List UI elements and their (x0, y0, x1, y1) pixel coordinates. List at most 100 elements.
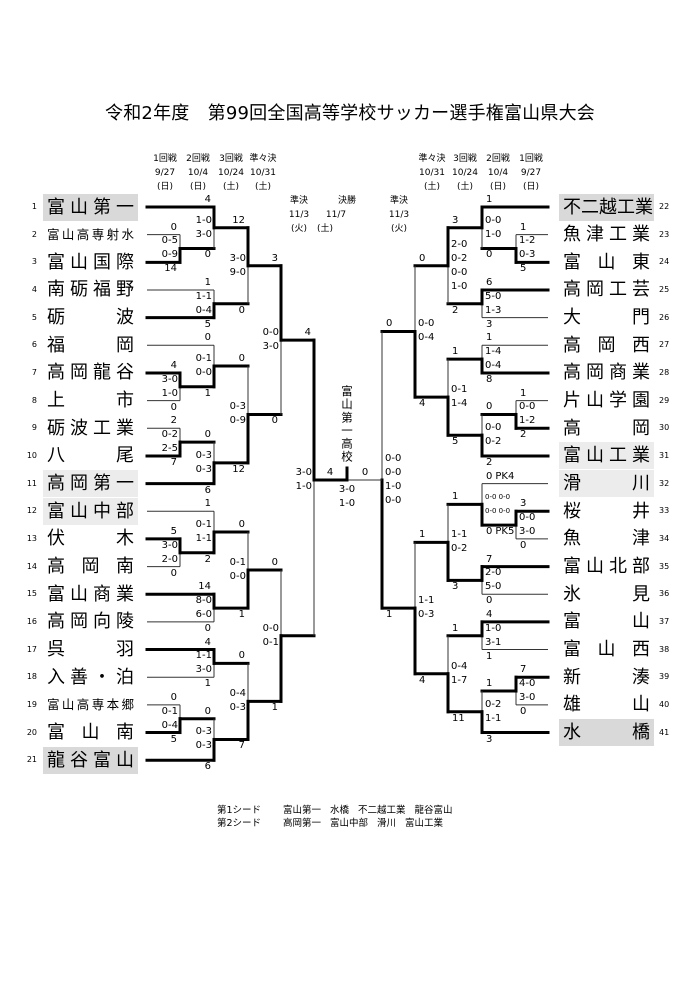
team-number: 11 (26, 478, 37, 488)
score-value: 2 (520, 429, 527, 441)
score-label: 7 (171, 457, 177, 469)
team-name-box: 高岡西 (559, 332, 654, 359)
score-value: 1 (486, 194, 493, 205)
team-name: 富山北部 (563, 556, 650, 578)
team-number: 36 (659, 589, 670, 599)
score-value: 2 (486, 456, 493, 468)
team-name: 南砺福野 (47, 279, 134, 301)
score-value: 1 (204, 678, 211, 690)
seed-team: 高岡第一 (283, 818, 322, 829)
team-name: 富山工業 (563, 445, 650, 467)
score-value: 7 (486, 553, 493, 565)
team-name-box: 大門 (559, 304, 654, 331)
half-score: 8-0 (195, 595, 212, 607)
team-name-box: 富山北部 (559, 553, 654, 580)
half-score: 2-5 (161, 443, 178, 455)
round-header-date: 10/4 (187, 168, 209, 178)
score-label: 0 (272, 415, 278, 427)
half-score: 1-1 (195, 533, 212, 544)
half-score: 5-0 (485, 290, 502, 302)
score-label: 5 (205, 319, 211, 331)
score-value: 0 (238, 650, 245, 662)
team-name: 富山国際 (47, 251, 134, 273)
team-number: 17 (26, 644, 37, 654)
half-score: 3-0 (519, 526, 536, 538)
score-label: 0 (239, 305, 245, 317)
score-label: 1 (272, 702, 278, 714)
half-score: 0-1 (195, 353, 212, 365)
champion-name: 富山第一高校 (340, 385, 354, 464)
first-seed-teams: 富山第一水橋不二越工業龍谷富山 (283, 804, 462, 817)
half-score: 2-0 (161, 553, 178, 565)
score-label: 0 (205, 429, 211, 441)
team-name-box: 桜井 (559, 498, 654, 525)
team-name: 八尾 (47, 445, 134, 467)
score-label: 3 (520, 498, 526, 510)
round-header-date: 9/27 (520, 168, 542, 178)
score-value: 0 (204, 332, 211, 344)
score-value: 0 (238, 519, 245, 530)
score-value: 1 (419, 529, 426, 541)
score-label: 0 (171, 692, 177, 704)
team-name-box: 砺波工業 (43, 415, 138, 442)
round-header-name: 準々決 (418, 154, 446, 164)
half-score: 0-1 (195, 519, 212, 530)
team-name: 高岡 (563, 417, 650, 439)
team-name-box: 富山第一 (43, 193, 138, 221)
half-score: 0-9 (229, 415, 246, 427)
score-value: 0 (170, 567, 177, 579)
team-name: 富山南 (47, 722, 134, 744)
score-label: 2 (205, 554, 211, 566)
half-score: 0-0 (519, 401, 536, 413)
score-label: 4 (205, 637, 211, 649)
score-label: 8 (486, 374, 492, 386)
team-number: 27 (659, 340, 670, 350)
half-score: 0-4 (195, 304, 212, 316)
score-value: 0 (486, 526, 493, 538)
round-header-date: 10/31 (250, 168, 276, 178)
score-label: 4 (205, 194, 211, 206)
team-name: 雄山 (563, 694, 650, 716)
score-value: 4 (204, 636, 211, 648)
half-score: 1-0 (451, 280, 468, 292)
score-label: 4 (419, 398, 425, 410)
score-label: 2 (486, 457, 492, 469)
semifinal-header-day: (火) (290, 224, 308, 234)
semifinal-header-date: 11/3 (388, 210, 410, 220)
team-name-box: 富山西 (559, 636, 654, 663)
team-name: 片山学園 (563, 390, 650, 412)
half-score: 1-0 (295, 481, 312, 492)
final-score-left: 4 (326, 467, 334, 478)
score-label: 14 (164, 263, 177, 275)
team-number: 19 (26, 699, 37, 709)
score-label: 4 (171, 360, 177, 372)
score-label: 2 (520, 429, 526, 441)
score-value: 4 (304, 327, 311, 339)
half-score: 0-2 (485, 698, 502, 710)
team-name-box: 伏木 (43, 525, 138, 552)
score-value: 7 (170, 456, 177, 468)
score-value: 1 (486, 332, 493, 344)
final-header-date: 11/7 (325, 210, 347, 220)
team-number: 7 (31, 367, 37, 377)
score-value: 0 (386, 318, 393, 330)
score-value: 14 (164, 263, 177, 275)
round-header-date: 10/24 (452, 168, 478, 178)
team-name-box: 高岡南 (43, 553, 138, 580)
half-score: 0-0 (485, 422, 502, 434)
score-label: 1 (205, 277, 211, 289)
team-name: 高岡商業 (563, 362, 650, 384)
round-header-day: (日) (189, 182, 207, 192)
team-name: 大門 (563, 307, 650, 329)
